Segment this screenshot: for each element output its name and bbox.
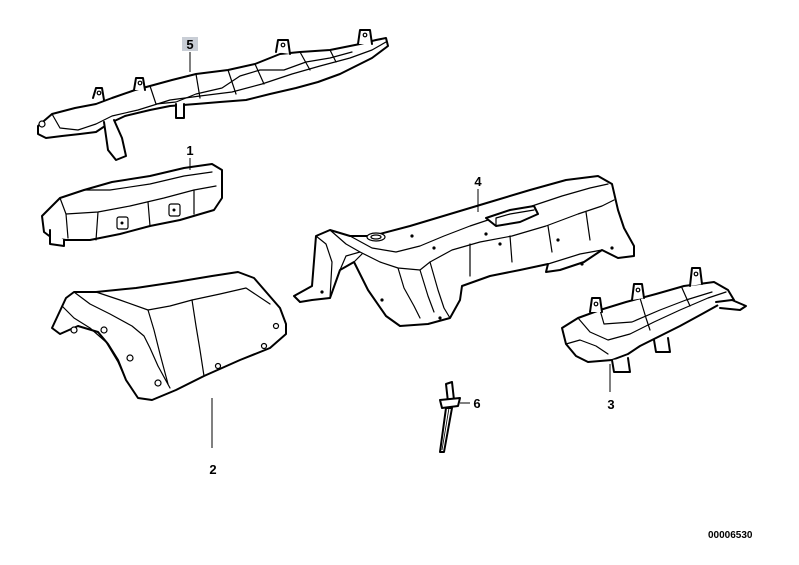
part-2-tunnel-cover[interactable] xyxy=(51,271,287,401)
callout-1: 1 xyxy=(186,143,193,158)
callout-5: 5 xyxy=(186,37,193,52)
part-3-small-bracket[interactable] xyxy=(561,267,747,373)
callout-3: 3 xyxy=(607,397,614,412)
diagram-reference-code: 00006530 xyxy=(708,530,753,541)
callout-6: 6 xyxy=(473,396,480,411)
part-5-callout-highlight xyxy=(182,37,198,51)
callout-2: 2 xyxy=(209,462,216,477)
part-6-rivet[interactable] xyxy=(439,381,461,453)
part-5-bracket-rail[interactable] xyxy=(37,29,389,161)
part-4-tunnel-bracket[interactable] xyxy=(293,175,635,327)
callout-4: 4 xyxy=(474,174,482,189)
part-1-heat-shield-panel[interactable] xyxy=(41,163,223,247)
